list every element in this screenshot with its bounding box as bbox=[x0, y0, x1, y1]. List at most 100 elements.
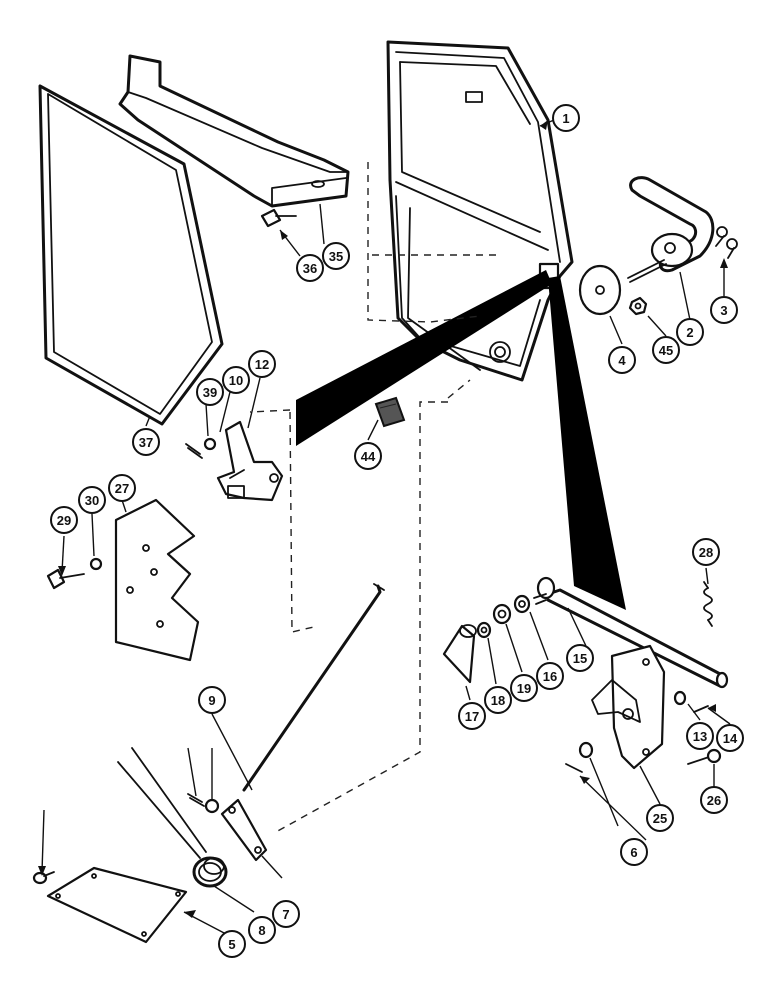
callout-30: 30 bbox=[78, 486, 106, 514]
callout-circle bbox=[536, 662, 564, 690]
callout-number: 13 bbox=[693, 729, 707, 744]
callout-circle bbox=[296, 254, 324, 282]
callout-number: 30 bbox=[85, 493, 99, 508]
callout-44: 44 bbox=[354, 442, 382, 470]
callout-number: 26 bbox=[707, 793, 721, 808]
knob-17 bbox=[442, 624, 477, 684]
callout-number: 17 bbox=[465, 709, 479, 724]
callout-circle bbox=[676, 318, 704, 346]
callout-number: 18 bbox=[491, 693, 505, 708]
callout-circle bbox=[108, 474, 136, 502]
callout-number: 1 bbox=[562, 111, 569, 126]
callout-number: 4 bbox=[618, 353, 626, 368]
callout-number: 45 bbox=[659, 343, 673, 358]
washer-13-upper bbox=[673, 690, 687, 706]
latch-assembly bbox=[591, 644, 666, 770]
washer-19 bbox=[492, 603, 512, 625]
callout-number: 7 bbox=[282, 907, 289, 922]
callout-number: 27 bbox=[115, 481, 129, 496]
screw-6 bbox=[32, 871, 55, 885]
callout-number: 37 bbox=[139, 435, 153, 450]
callout-39: 39 bbox=[196, 378, 224, 406]
callout-18: 18 bbox=[484, 686, 512, 714]
callout-circle bbox=[646, 804, 674, 832]
mount-plate bbox=[114, 498, 200, 662]
callout-12: 12 bbox=[248, 350, 276, 378]
callout-37: 37 bbox=[132, 428, 160, 456]
assembly-dash-lines bbox=[249, 162, 500, 833]
callout-7: 7 bbox=[272, 900, 300, 928]
callout-circle bbox=[248, 350, 276, 378]
callout-35: 35 bbox=[322, 242, 350, 270]
callout-number: 10 bbox=[229, 373, 243, 388]
callout-circle bbox=[458, 702, 486, 730]
callout-number: 14 bbox=[723, 731, 738, 746]
bolt-29 bbox=[46, 568, 85, 590]
callout-28: 28 bbox=[692, 538, 720, 566]
callout-number: 2 bbox=[686, 325, 693, 340]
callout-labels: 1234453536373910124429302728915161918171… bbox=[50, 104, 744, 958]
callout-circle bbox=[686, 722, 714, 750]
callout-9: 9 bbox=[198, 686, 226, 714]
callout-8: 8 bbox=[248, 916, 276, 944]
handle-bracket bbox=[118, 54, 350, 208]
callout-circle bbox=[322, 242, 350, 270]
callout-number: 3 bbox=[720, 303, 727, 318]
callout-19: 19 bbox=[510, 674, 538, 702]
washer-18 bbox=[476, 621, 492, 639]
callout-number: 5 bbox=[228, 937, 235, 952]
callout-circle bbox=[652, 336, 680, 364]
callout-6: 6 bbox=[620, 838, 648, 866]
door-handle bbox=[627, 176, 715, 283]
callout-number: 35 bbox=[329, 249, 343, 264]
callout-circle bbox=[710, 296, 738, 324]
callout-4: 4 bbox=[608, 346, 636, 374]
callout-circle bbox=[222, 366, 250, 394]
key bbox=[715, 226, 738, 259]
callout-number: 19 bbox=[517, 681, 531, 696]
callout-circle bbox=[700, 786, 728, 814]
lever-12 bbox=[216, 420, 284, 502]
callout-number: 8 bbox=[258, 923, 265, 938]
callout-circle bbox=[620, 838, 648, 866]
callout-number: 9 bbox=[208, 693, 215, 708]
callout-26: 26 bbox=[700, 786, 728, 814]
callout-circle bbox=[196, 378, 224, 406]
callout-number: 44 bbox=[361, 449, 376, 464]
washer-lower bbox=[204, 798, 220, 814]
callout-circle bbox=[248, 916, 276, 944]
washer-upper bbox=[203, 437, 217, 451]
callout-number: 6 bbox=[630, 845, 637, 860]
callout-circle bbox=[354, 442, 382, 470]
leader-lines bbox=[38, 119, 731, 935]
callout-25: 25 bbox=[646, 804, 674, 832]
callout-10: 10 bbox=[222, 366, 250, 394]
callout-circle bbox=[510, 674, 538, 702]
washer-13-lower bbox=[578, 741, 594, 759]
callout-circle bbox=[198, 686, 226, 714]
latch-block bbox=[374, 396, 406, 428]
callout-circle bbox=[132, 428, 160, 456]
callout-5: 5 bbox=[218, 930, 246, 958]
callout-circle bbox=[552, 104, 580, 132]
pin-14-lower bbox=[565, 763, 583, 773]
washer-30 bbox=[89, 557, 103, 571]
callout-number: 16 bbox=[543, 669, 557, 684]
cotter-pin-upper bbox=[185, 443, 203, 459]
callout-circle bbox=[218, 930, 246, 958]
callout-circle bbox=[608, 346, 636, 374]
callout-29: 29 bbox=[50, 506, 78, 534]
window-glass bbox=[38, 84, 224, 426]
lever-7 bbox=[220, 798, 268, 862]
callout-2: 2 bbox=[676, 318, 704, 346]
callout-1: 1 bbox=[552, 104, 580, 132]
callout-16: 16 bbox=[536, 662, 564, 690]
callout-14: 14 bbox=[716, 724, 744, 752]
callout-circle bbox=[272, 900, 300, 928]
gasket-plate bbox=[578, 264, 622, 316]
callout-number: 12 bbox=[255, 357, 269, 372]
callout-number: 28 bbox=[699, 545, 713, 560]
tension-spring bbox=[703, 581, 713, 627]
callout-15: 15 bbox=[566, 644, 594, 672]
